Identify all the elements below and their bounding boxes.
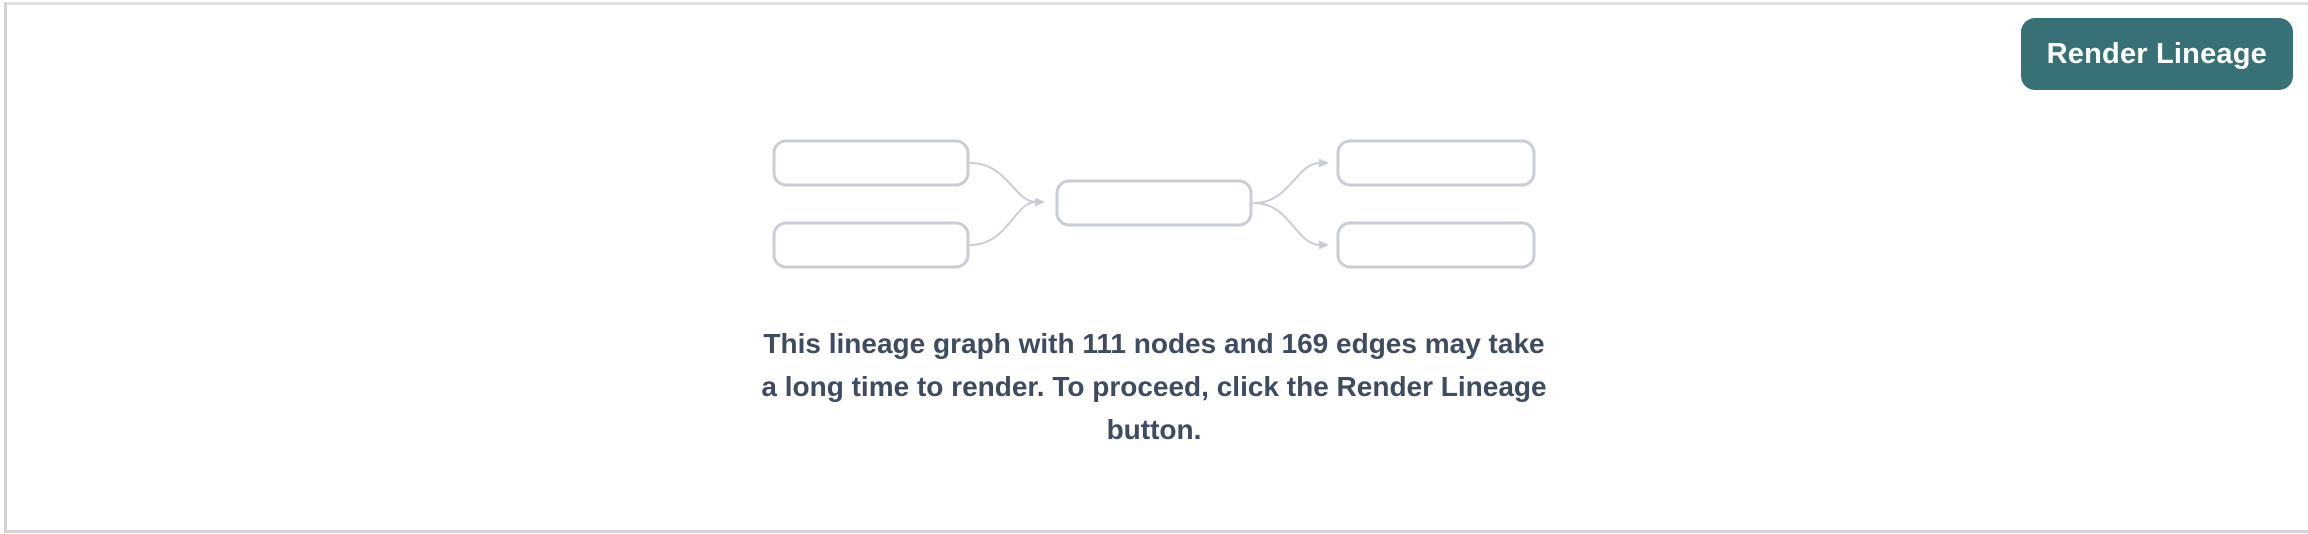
panel-border-left (4, 2, 7, 532)
render-warning-line-1: This lineage graph with 111 nodes and 16… (763, 328, 1545, 359)
lineage-node-box-right-bottom (1336, 221, 1536, 269)
lineage-placeholder: This lineage graph with 111 nodes and 16… (0, 135, 2308, 451)
lineage-node-box-left-bottom (772, 221, 970, 269)
lineage-edge-leftbottom-middle (969, 201, 1037, 246)
lineage-edge-middle-righttop (1253, 158, 1329, 204)
render-warning-message: This lineage graph with 111 nodes and 16… (761, 322, 1546, 451)
render-lineage-button[interactable]: Render Lineage (2020, 18, 2293, 90)
lineage-edge-lefttop-middle (969, 162, 1045, 207)
lineage-preview-diagram (772, 139, 1536, 269)
lineage-edge-middle-rightbottom (1253, 202, 1329, 250)
panel-border-top (4, 2, 2308, 5)
render-warning-line-2: a long time to render. To proceed, click… (761, 371, 1547, 402)
lineage-node-box-right-top (1336, 139, 1536, 187)
render-warning-line-3: button. (1106, 414, 1202, 445)
lineage-node-box-middle (1055, 179, 1253, 227)
lineage-node-box-left-top (772, 139, 970, 187)
panel-border-bottom (4, 530, 2308, 533)
